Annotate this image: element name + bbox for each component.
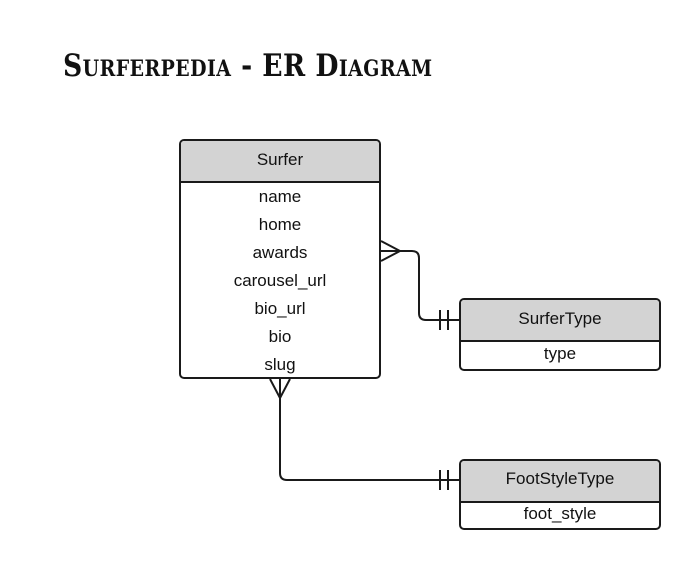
attribute: awards	[252, 243, 308, 262]
entity-header: Surfer	[181, 141, 379, 183]
crowfoot-many-icon	[269, 378, 291, 399]
attribute: slug	[264, 355, 296, 374]
entity-surfer: Surfer name home awards carousel_url bio…	[179, 139, 381, 379]
attribute: bio_url	[254, 299, 306, 318]
entity-header: SurferType	[461, 300, 659, 342]
connector-line-surfertype	[381, 250, 459, 321]
connector-line-footstyletype	[279, 379, 459, 481]
entity-header: FootStyleType	[461, 461, 659, 503]
attribute: foot_style	[523, 504, 597, 523]
attribute: home	[258, 215, 302, 234]
relationship-surfer-surfertype	[380, 240, 459, 330]
entity-footstyletype: FootStyleType foot_style	[459, 459, 661, 530]
diagram-title: Surferpedia - ER Diagram	[63, 48, 433, 84]
crowfoot-many-icon	[380, 240, 401, 262]
entity-surfertype: SurferType type	[459, 298, 661, 371]
attribute: name	[258, 187, 302, 206]
relationship-surfer-footstyletype	[269, 378, 459, 490]
attribute: type	[543, 344, 577, 363]
attribute-list: name home awards carousel_url bio_url bi…	[181, 183, 379, 377]
attribute: carousel_url	[233, 271, 327, 290]
attribute: bio	[268, 327, 292, 346]
